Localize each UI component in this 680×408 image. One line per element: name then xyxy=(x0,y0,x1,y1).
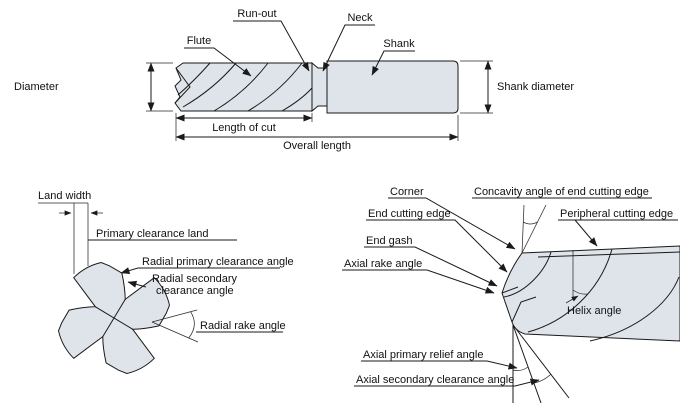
label-axial-primary-relief-angle: Axial primary relief angle xyxy=(363,349,483,361)
label-radial-primary-clearance-angle: Radial primary clearance angle xyxy=(142,256,294,268)
label-overall-length: Overall length xyxy=(283,140,351,152)
end-gash-lines xyxy=(501,286,537,323)
land-width-dimension xyxy=(38,202,103,274)
overall-length-dimension xyxy=(175,115,459,141)
label-run-out: Run-out xyxy=(237,8,276,20)
end-teeth-lines xyxy=(174,67,191,104)
neck-leader xyxy=(322,24,375,72)
helix-angle-construction xyxy=(565,250,589,304)
radial-secondary-clearance-leader xyxy=(127,280,147,288)
helix-lines xyxy=(503,248,680,342)
radial-primary-clearance-leader xyxy=(120,267,280,274)
rake-face-cross-lines xyxy=(95,299,133,337)
axial-primary-relief-leader xyxy=(361,360,518,370)
axial-rake-leader xyxy=(342,269,495,294)
label-axial-secondary-clearance-angle: Axial secondary clearance angle xyxy=(356,374,514,386)
label-neck: Neck xyxy=(347,12,373,24)
diameter-dimension xyxy=(146,62,173,112)
label-axial-rake-angle: Axial rake angle xyxy=(344,258,422,270)
peripheral-leader xyxy=(574,219,598,247)
flute-leader xyxy=(184,47,252,77)
helix-flute-lines xyxy=(177,62,313,112)
label-peripheral-cutting-edge: Peripheral cutting edge xyxy=(560,208,673,220)
axial-relief-construction xyxy=(512,324,570,404)
neck-body xyxy=(311,61,328,113)
shank-leader xyxy=(371,50,415,76)
label-helix-angle: Helix angle xyxy=(567,305,621,317)
label-radial-secondary-clearance-angle-line2: clearance angle xyxy=(156,285,234,297)
label-land-width: Land width xyxy=(38,190,91,202)
axial-secondary-clearance-leader xyxy=(354,378,540,387)
run-out-leader xyxy=(233,20,310,72)
label-length-of-cut: Length of cut xyxy=(212,122,276,134)
end-cutting-edge-leader xyxy=(366,219,508,273)
shank-diameter-dimension xyxy=(460,60,493,114)
label-concavity-angle: Concavity angle of end cutting edge xyxy=(474,186,649,198)
radial-rake-angle-construction xyxy=(151,309,199,343)
label-primary-clearance-land: Primary clearance land xyxy=(96,228,209,240)
label-radial-secondary-clearance-angle-line1: Radial secondary xyxy=(152,273,237,285)
label-shank-diameter: Shank diameter xyxy=(497,81,574,93)
label-flute: Flute xyxy=(187,35,211,47)
concavity-angle-construction xyxy=(521,204,547,254)
peripheral-margin-line xyxy=(537,251,680,258)
length-of-cut-dimension xyxy=(175,113,313,122)
label-radial-rake-angle: Radial rake angle xyxy=(200,320,286,332)
end-view: Land width Primary clearance land Radial… xyxy=(38,190,294,375)
label-end-gash: End gash xyxy=(366,235,412,247)
side-view: Run-out Neck Flute Shank Diameter Shank … xyxy=(14,8,574,152)
corner-detail-body xyxy=(501,245,680,342)
shank-body xyxy=(326,60,459,114)
label-end-cutting-edge: End cutting edge xyxy=(368,208,451,220)
label-diameter: Diameter xyxy=(14,81,59,93)
label-shank: Shank xyxy=(383,38,415,50)
label-corner: Corner xyxy=(390,186,424,198)
corner-leader xyxy=(388,197,516,250)
end-gash-leader xyxy=(364,246,498,287)
corner-detail: Corner Concavity angle of end cutting ed… xyxy=(342,186,680,404)
